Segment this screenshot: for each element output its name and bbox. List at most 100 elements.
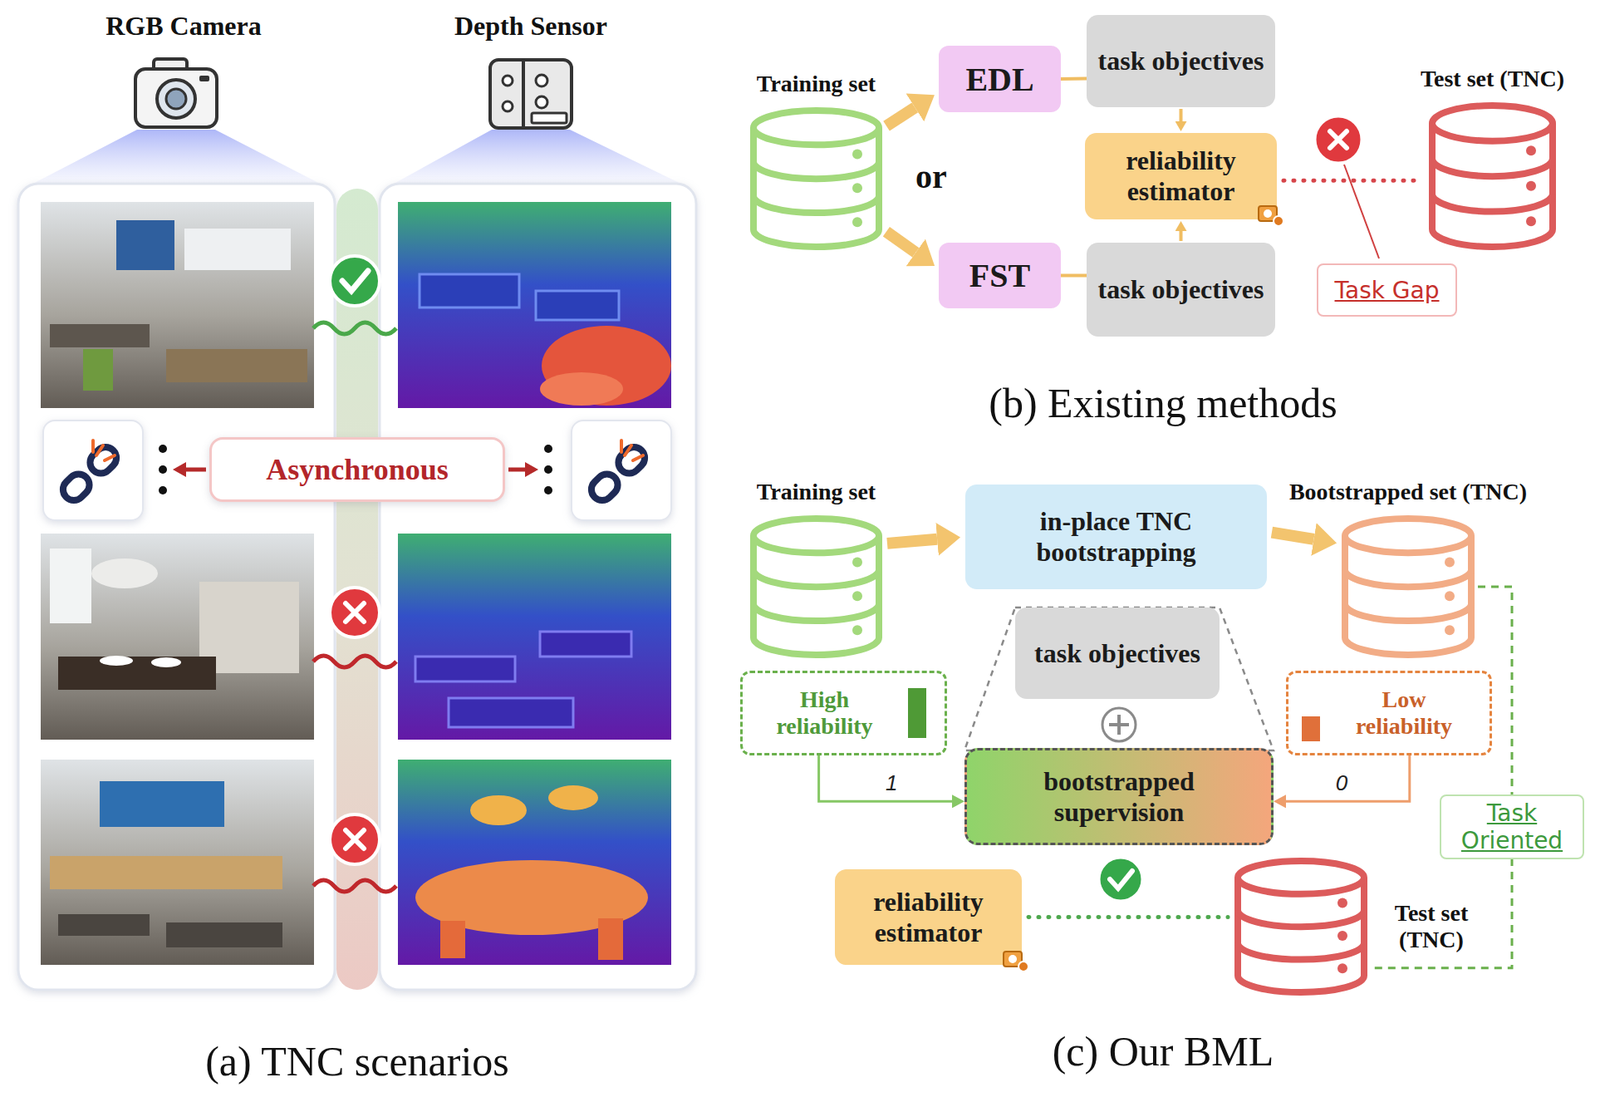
ellipsis-dot xyxy=(544,465,553,474)
gear-icon xyxy=(1018,961,1029,972)
database-dot xyxy=(852,556,863,567)
rgb-photo xyxy=(91,558,158,589)
database-lid xyxy=(753,518,879,553)
database-dot xyxy=(852,182,863,193)
database-band xyxy=(1237,909,1365,927)
database-dot xyxy=(1444,556,1455,567)
rgb-photo xyxy=(40,533,315,740)
gear-icon xyxy=(1273,215,1284,226)
connector xyxy=(1283,178,1423,183)
database-dot xyxy=(852,148,863,159)
box-text: EDL xyxy=(965,59,1034,99)
rgb-photo xyxy=(49,548,92,624)
test-database: Test set (TNC) xyxy=(1428,102,1556,251)
box-text: High reliability xyxy=(754,686,896,740)
cross-mark xyxy=(345,829,364,849)
ellipsis-dot xyxy=(158,485,167,495)
rgb-photo xyxy=(166,348,308,383)
database-dot xyxy=(1526,181,1537,192)
connector xyxy=(819,755,953,801)
sensor-lens xyxy=(502,101,513,112)
ellipsis-dot xyxy=(544,444,553,453)
edge-number: 0 xyxy=(1332,770,1351,796)
estimator-box: reliability estimator xyxy=(834,868,1022,965)
sensor-lens xyxy=(502,75,513,86)
cross-mark xyxy=(1315,116,1362,163)
box-text: Asynchronous xyxy=(265,451,448,487)
rgb-photo xyxy=(99,655,133,666)
database-shape xyxy=(1234,857,1368,996)
bootstrap-box: in-place TNC bootstrapping xyxy=(965,484,1267,589)
database-heading: Training set xyxy=(756,70,876,98)
check-mark xyxy=(342,270,369,291)
objective-box: task objectives xyxy=(1015,607,1220,699)
rgb-photo xyxy=(166,922,283,948)
callout-box: Task Gap xyxy=(1316,263,1458,317)
plus-sign xyxy=(1102,707,1136,742)
check-mark xyxy=(329,255,380,306)
database-dot xyxy=(1526,145,1537,156)
rgb-photo xyxy=(58,913,150,936)
database-band xyxy=(753,569,879,588)
sensor-icon xyxy=(531,112,567,123)
edge-callout: Task Oriented xyxy=(1439,794,1585,859)
async-arrow xyxy=(172,461,187,477)
database-band xyxy=(753,161,879,180)
depth-map xyxy=(548,785,599,810)
sensor-heading: Depth Sensor xyxy=(454,10,608,42)
supervision-box: bootstrapped supervision xyxy=(964,747,1274,845)
camera-lens xyxy=(157,79,196,118)
database-shape xyxy=(750,107,883,251)
method-box: EDL xyxy=(938,45,1061,113)
scale-icon xyxy=(1263,209,1272,218)
rgb-photo xyxy=(49,323,150,348)
depth-map xyxy=(397,533,672,740)
database-band xyxy=(1432,193,1553,212)
depth-panel xyxy=(379,183,697,990)
connector xyxy=(886,107,915,126)
database-dot xyxy=(852,590,863,601)
database-band xyxy=(753,195,879,213)
database-dot xyxy=(852,624,863,635)
scale-icon xyxy=(1008,954,1017,963)
box-text: bootstrapped supervision xyxy=(1015,765,1223,828)
camera-lens xyxy=(166,88,187,109)
depth-map xyxy=(448,697,574,727)
sensor-beam xyxy=(386,129,690,188)
rgb-photo xyxy=(184,228,291,270)
sync-wave xyxy=(313,322,397,334)
box-text: reliability estimator xyxy=(843,886,1014,948)
link-box xyxy=(571,420,672,521)
database-band xyxy=(1344,603,1472,621)
box-text: task objectives xyxy=(1098,274,1265,305)
database-heading: Training set xyxy=(756,478,876,506)
rgb-photo xyxy=(151,657,182,668)
ellipsis-dot xyxy=(158,444,167,453)
connector xyxy=(1179,108,1183,122)
reliability-bar xyxy=(907,687,927,738)
database-lid xyxy=(1432,105,1553,142)
sensor-lens xyxy=(535,74,548,87)
box-text: FST xyxy=(969,255,1031,295)
rgb-photo xyxy=(83,348,113,391)
database-shape xyxy=(750,515,883,658)
database-dot xyxy=(1444,624,1455,635)
database-heading: Bootstrapped set (TNC) xyxy=(1289,478,1527,506)
connector xyxy=(1271,532,1315,540)
rgb-photo xyxy=(40,759,315,965)
connector xyxy=(1060,274,1087,278)
scale-icon xyxy=(1256,199,1286,228)
database-heading: Test set (TNC) xyxy=(1377,899,1486,953)
spark xyxy=(621,440,643,461)
rgb-photo xyxy=(99,780,225,827)
box-text: reliability estimator xyxy=(1093,145,1269,207)
async-arrow xyxy=(525,461,539,477)
connector xyxy=(1060,77,1087,81)
async-box: Asynchronous xyxy=(209,436,506,502)
database-shape xyxy=(1428,102,1556,251)
box-text: task objectives xyxy=(1098,45,1265,77)
dashed-trapezoid xyxy=(964,607,1274,751)
depth-map xyxy=(397,201,672,408)
database-lid xyxy=(1344,518,1472,553)
database-heading: Test set (TNC) xyxy=(1420,65,1565,93)
